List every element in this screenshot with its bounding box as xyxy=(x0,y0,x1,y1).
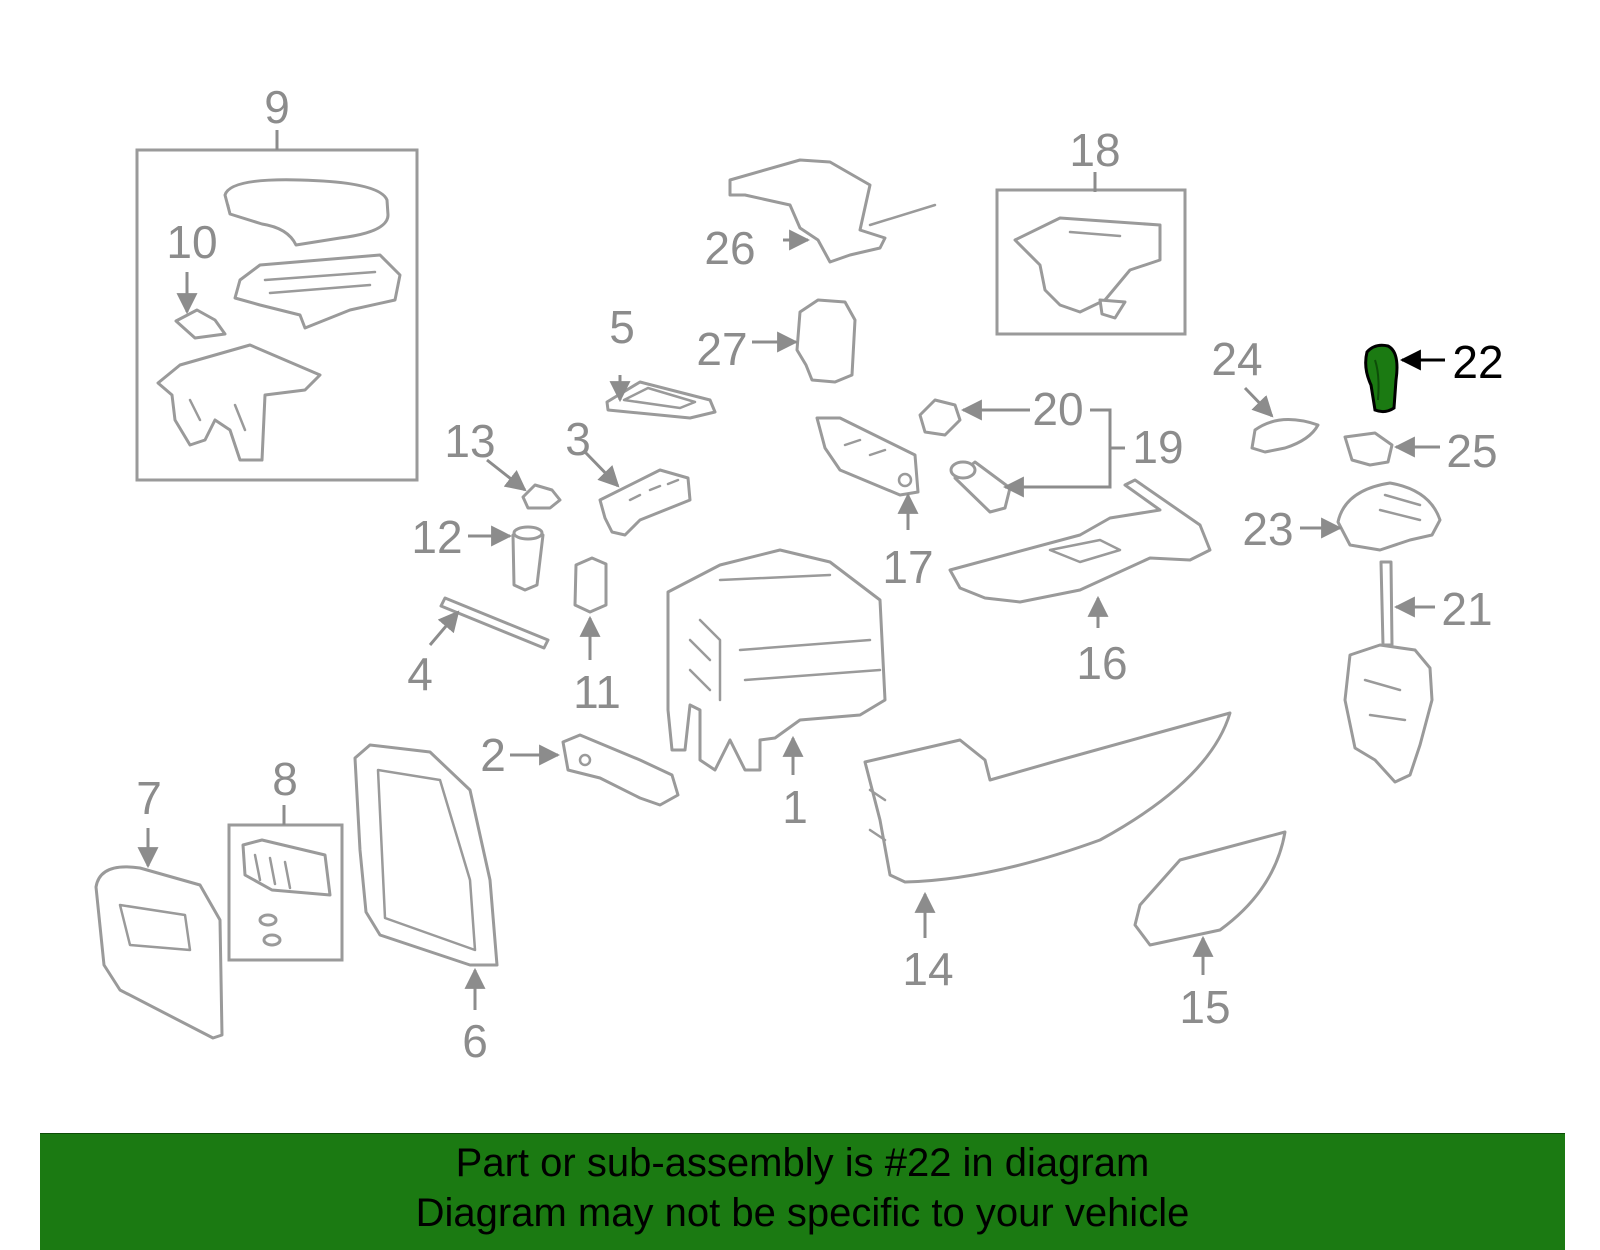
part-26-bracket[interactable] xyxy=(728,158,937,264)
part-2-bracket[interactable] xyxy=(561,733,680,807)
part-9-inner-lid[interactable] xyxy=(233,253,402,330)
callout-9: 9 xyxy=(264,81,290,133)
part-22-shift-knob[interactable] xyxy=(1364,343,1399,414)
callout-5: 5 xyxy=(609,301,635,353)
part-20-plug[interactable] xyxy=(918,398,962,437)
banner-line-2: Diagram may not be specific to your vehi… xyxy=(415,1191,1190,1235)
part-16-console-top[interactable] xyxy=(948,478,1212,604)
callout-16: 16 xyxy=(1076,637,1127,689)
callout-12: 12 xyxy=(411,511,462,563)
callout-27: 27 xyxy=(696,323,747,375)
callout-20: 20 xyxy=(1032,383,1083,435)
callout-26: 26 xyxy=(704,222,755,274)
callout-6: 6 xyxy=(462,1015,488,1067)
callout-21: 21 xyxy=(1441,583,1492,635)
part-27[interactable] xyxy=(795,298,857,384)
part-23-shift-cover[interactable] xyxy=(1336,481,1442,552)
callout-24: 24 xyxy=(1211,333,1262,385)
leader-lines xyxy=(137,130,1445,1010)
part-7-side-panel[interactable] xyxy=(94,865,224,1040)
callout-25: 25 xyxy=(1446,425,1497,477)
part-11-switch[interactable] xyxy=(573,556,608,614)
callout-10: 10 xyxy=(166,216,217,268)
part-3-switch-panel[interactable] xyxy=(598,468,692,537)
callout-11: 11 xyxy=(573,666,621,718)
part-1-console-body[interactable] xyxy=(666,548,887,772)
part-14-console-lower[interactable] xyxy=(863,711,1232,884)
callout-19: 19 xyxy=(1132,421,1183,473)
part-15-side-cover[interactable] xyxy=(1133,830,1287,947)
part-19-socket[interactable] xyxy=(949,460,1012,514)
callout-14: 14 xyxy=(902,943,953,995)
info-banner: Part or sub-assembly is #22 in diagram D… xyxy=(40,1133,1565,1250)
part-9-armrest[interactable] xyxy=(223,178,390,247)
assembly-box-18 xyxy=(995,188,1187,336)
part-17-panel[interactable] xyxy=(815,416,920,497)
callout-17: 17 xyxy=(882,541,933,593)
part-24[interactable] xyxy=(1250,418,1320,454)
part-13[interactable] xyxy=(521,483,562,510)
part-9-base[interactable] xyxy=(156,343,322,462)
callout-18: 18 xyxy=(1069,124,1120,176)
callout-3: 3 xyxy=(565,413,591,465)
part-8-vent[interactable] xyxy=(241,838,332,947)
part-18-ashtray[interactable] xyxy=(1013,216,1162,320)
callout-23: 23 xyxy=(1242,503,1293,555)
part-6-bezel[interactable] xyxy=(353,743,499,967)
callout-15: 15 xyxy=(1179,981,1230,1033)
part-10-clip[interactable] xyxy=(174,308,227,340)
callout-7: 7 xyxy=(136,772,162,824)
part-25[interactable] xyxy=(1343,431,1394,467)
callout-4: 4 xyxy=(407,648,433,700)
part-12-socket[interactable] xyxy=(511,525,545,592)
callout-2: 2 xyxy=(480,729,506,781)
part-4-rod[interactable] xyxy=(439,596,550,650)
part-5-tray[interactable] xyxy=(605,380,717,420)
callout-13: 13 xyxy=(444,415,495,467)
banner-line-1: Part or sub-assembly is #22 in diagram xyxy=(455,1141,1150,1185)
part-21-shifter[interactable] xyxy=(1343,560,1434,784)
callout-1: 1 xyxy=(782,781,808,833)
callout-8: 8 xyxy=(272,753,298,805)
callout-22: 22 xyxy=(1452,336,1503,388)
